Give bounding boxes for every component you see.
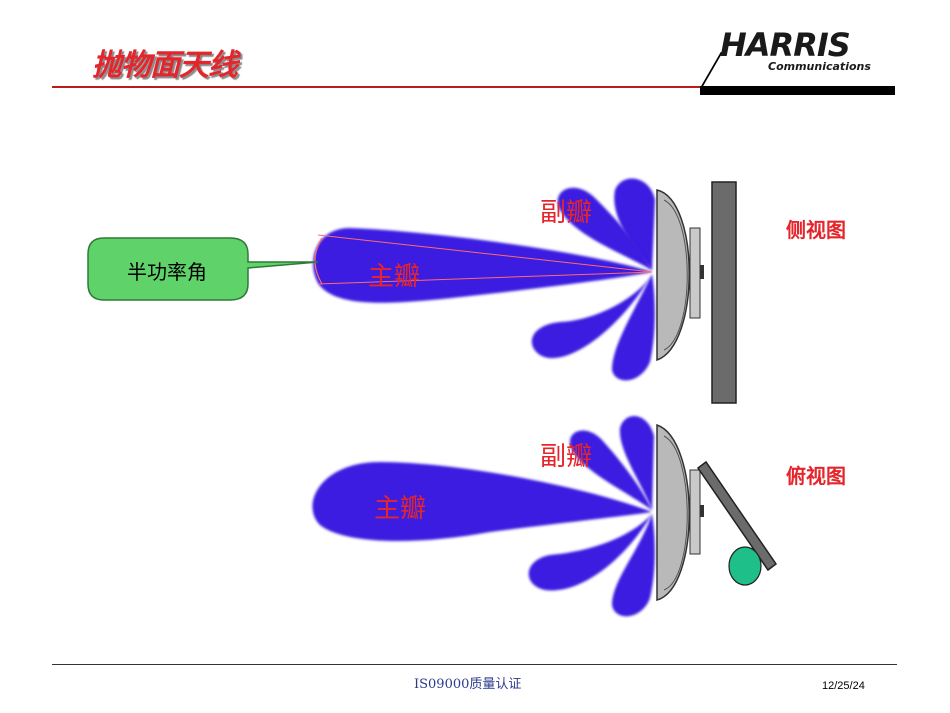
side-lobe-lower-2: [612, 274, 655, 381]
side-lobe-lower-1: [531, 274, 652, 359]
top-dish: [656, 423, 690, 601]
side-lobe-label-top: 副瓣: [540, 442, 593, 472]
pole-cross-section: [728, 546, 762, 586]
side-main-lobe: [313, 228, 652, 303]
footer-divider: [52, 664, 897, 665]
top-lobe-lower-1: [528, 514, 652, 591]
top-lobe-upper-2: [569, 430, 652, 510]
side-dish: [656, 189, 690, 362]
side-lobe-label-side: 副瓣: [540, 198, 593, 228]
side-view-label: 侧视图: [786, 218, 846, 242]
callout-label: 半功率角: [127, 259, 207, 284]
main-lobe-label-top: 主瓣: [374, 494, 427, 524]
side-lobe-upper-1: [614, 178, 655, 270]
top-lobe-lower-2: [612, 514, 655, 617]
side-view-diagram: [313, 178, 737, 404]
half-power-callout: [87, 237, 319, 301]
page-title: 抛物面天线: [92, 48, 238, 83]
top-view-label: 俯视图: [786, 464, 846, 488]
logo-sub-text: Communications: [768, 60, 871, 73]
logo-main-text: HARRIS: [720, 26, 851, 64]
mounting-arm: [696, 460, 778, 572]
footer-date: 12/25/24: [822, 680, 865, 692]
main-lobe-label-side: 主瓣: [368, 262, 421, 292]
mounting-pole: [711, 181, 737, 404]
top-main-lobe: [312, 462, 652, 542]
side-lobe-upper-2: [557, 187, 652, 270]
top-view-diagram: [312, 416, 778, 617]
footer-certification: IS09000质量认证: [414, 677, 522, 692]
top-lobe-upper-1: [619, 416, 654, 510]
title-underline: [52, 86, 700, 88]
